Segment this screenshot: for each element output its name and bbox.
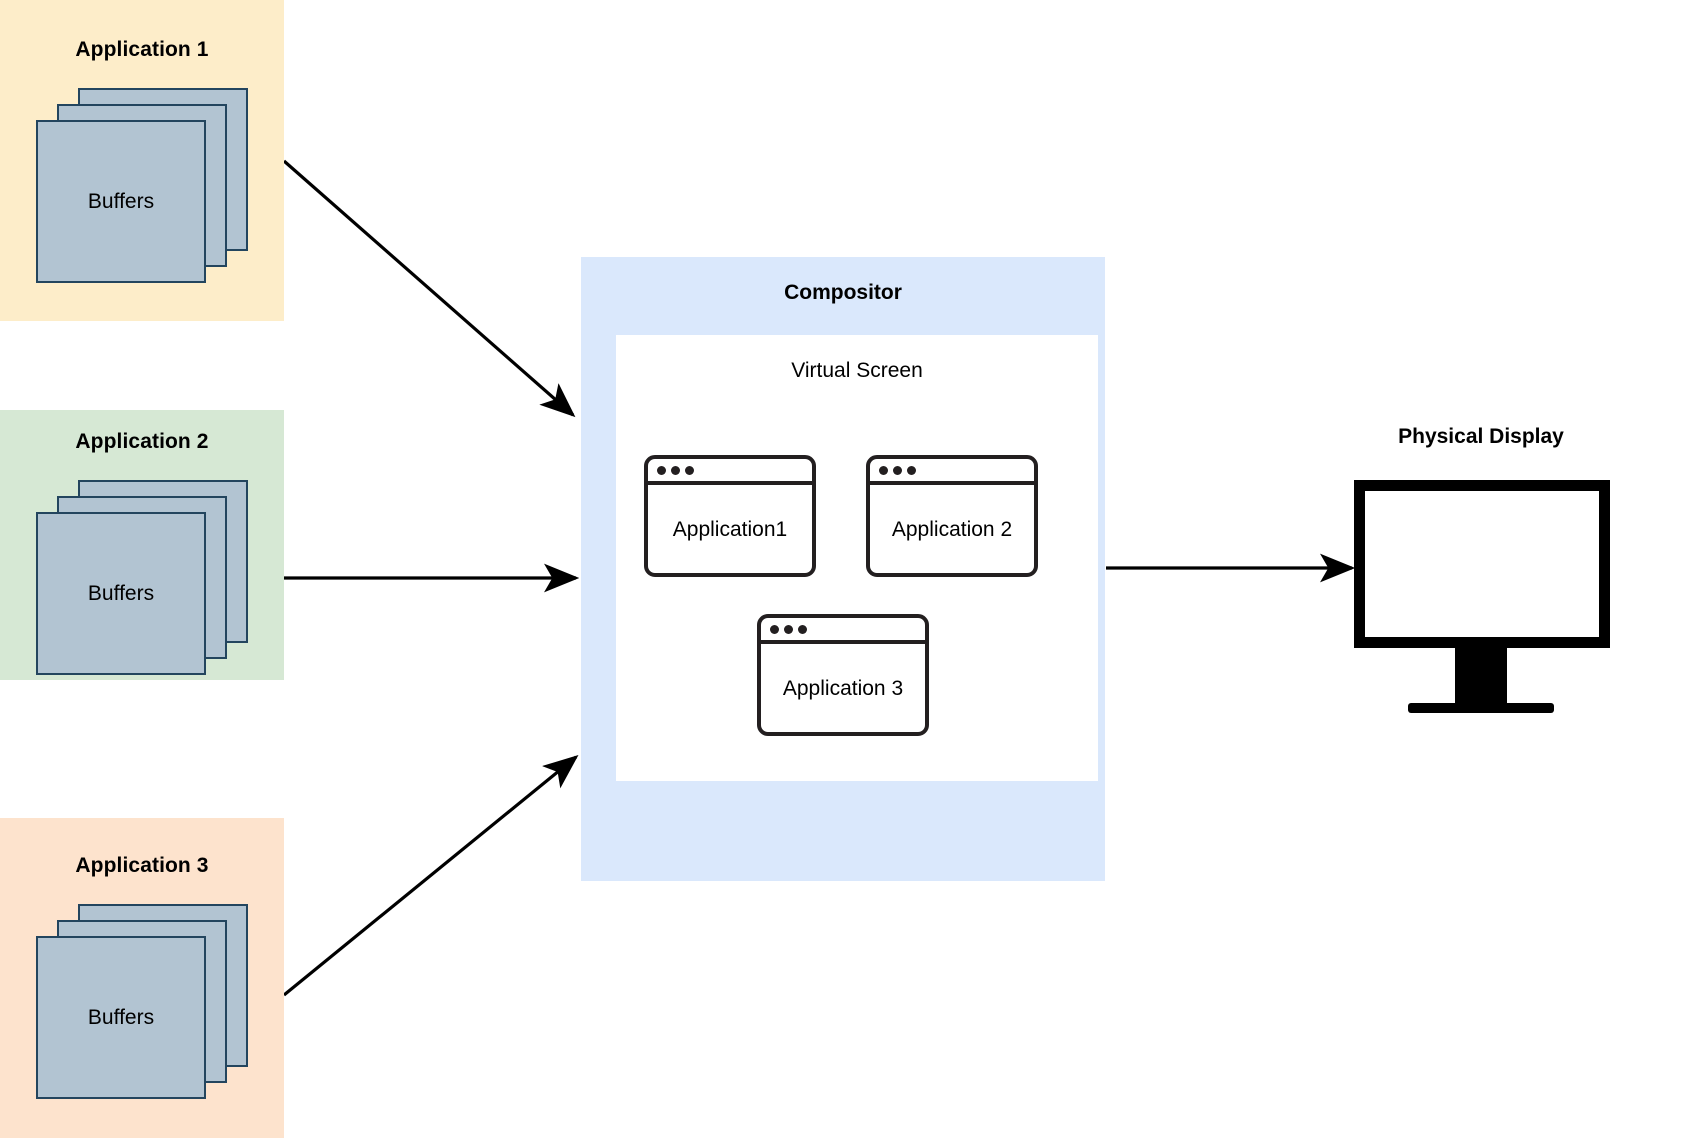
window-application1[interactable]: Application1	[644, 455, 816, 577]
window-dot-icon	[671, 465, 680, 475]
monitor-neck	[1455, 648, 1507, 703]
monitor-frame[interactable]	[1354, 480, 1610, 648]
application-3-title: Application 3	[75, 854, 209, 877]
virtual-screen-panel[interactable]: Virtual Screen Application1	[616, 335, 1098, 781]
application-3-panel[interactable]: Application 3 Buffers	[0, 818, 284, 1138]
physical-display-group[interactable]: Physical Display	[1300, 415, 1662, 725]
application-1-title: Application 1	[75, 38, 209, 61]
application-1-buffer-stack[interactable]: Buffers	[36, 88, 248, 283]
window-dot-icon	[907, 465, 916, 475]
arrow-app1-to-compositor	[282, 159, 576, 418]
window-titlebar[interactable]	[648, 459, 812, 485]
application-1-buffers-label: Buffers	[87, 190, 155, 213]
application-2-buffers-label: Buffers	[87, 582, 155, 605]
window-dot-icon	[798, 624, 807, 634]
window-body: Application 2	[870, 485, 1034, 573]
window-label: Application 2	[891, 517, 1013, 541]
monitor-base	[1408, 703, 1554, 713]
window-body: Application1	[648, 485, 812, 573]
window-dot-icon	[770, 624, 779, 634]
application-2-panel[interactable]: Application 2 Buffers	[0, 410, 284, 680]
buffer-sheet-front: Buffers	[36, 512, 206, 675]
application-3-buffers-label: Buffers	[87, 1006, 155, 1029]
arrow-app3-to-compositor	[282, 754, 579, 997]
window-dot-icon	[784, 624, 793, 634]
application-3-buffer-stack[interactable]: Buffers	[36, 904, 248, 1099]
application-2-buffer-stack[interactable]: Buffers	[36, 480, 248, 675]
buffer-sheet-front: Buffers	[36, 120, 206, 283]
window-label: Application 3	[782, 676, 904, 700]
window-titlebar[interactable]	[761, 618, 925, 644]
window-dot-icon	[685, 465, 694, 475]
physical-display-title: Physical Display	[1398, 425, 1564, 448]
window-dot-icon	[879, 465, 888, 475]
window-dot-icon	[893, 465, 902, 475]
window-application2[interactable]: Application 2	[866, 455, 1038, 577]
window-dot-icon	[657, 465, 666, 475]
compositor-panel[interactable]: Compositor Virtual Screen Application1	[581, 257, 1105, 881]
virtual-screen-title: Virtual Screen	[791, 359, 923, 382]
window-application3[interactable]: Application 3	[757, 614, 929, 736]
window-label: Application1	[672, 517, 788, 541]
compositor-title: Compositor	[784, 281, 902, 304]
application-2-title: Application 2	[75, 430, 209, 453]
buffer-sheet-front: Buffers	[36, 936, 206, 1099]
window-body: Application 3	[761, 644, 925, 732]
window-titlebar[interactable]	[870, 459, 1034, 485]
application-1-panel[interactable]: Application 1 Buffers	[0, 0, 284, 321]
